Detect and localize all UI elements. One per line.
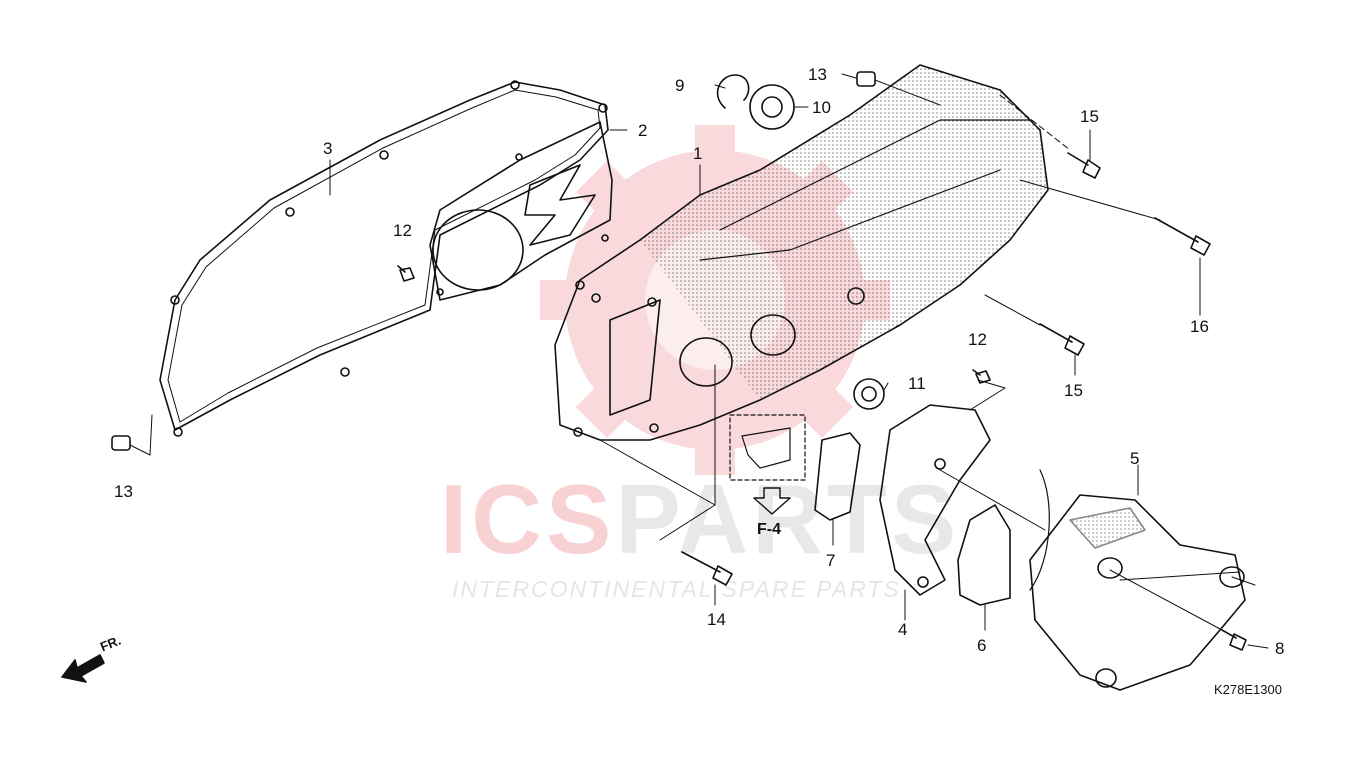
callout-7: 7	[826, 551, 836, 570]
leader-lines	[129, 73, 1269, 649]
watermark-title-left: ICS	[440, 464, 616, 574]
callout-10: 10	[812, 98, 831, 117]
cover-plate-part	[429, 121, 613, 301]
oil-seal-part	[853, 378, 885, 410]
lid-part	[879, 404, 991, 596]
snap-ring-part	[716, 74, 750, 109]
outer-cover-part	[1029, 494, 1246, 691]
callout-8: 8	[1275, 639, 1285, 658]
callout-13-left: 13	[114, 482, 133, 501]
diagram-reference-code: K278E1300	[1214, 682, 1282, 697]
o-ring-part	[957, 504, 1011, 606]
wire-part	[1029, 469, 1050, 591]
callout-1: 1	[693, 144, 703, 163]
sub-reference-label: F-4	[757, 521, 781, 538]
callout-6: 6	[977, 636, 987, 655]
callout-12-right: 12	[968, 330, 987, 349]
f4-reference-box	[729, 414, 806, 481]
callout-2: 2	[638, 121, 648, 140]
callout-4: 4	[898, 620, 908, 639]
left-crankcase-cover-part	[554, 64, 1049, 441]
bolt-part	[397, 152, 1247, 651]
callout-12-left: 12	[393, 221, 412, 240]
callout-5: 5	[1130, 449, 1140, 468]
callout-14: 14	[707, 610, 726, 629]
dowel-pin-part	[111, 71, 876, 451]
callout-3: 3	[323, 139, 333, 158]
callout-9: 9	[675, 76, 685, 95]
callout-15-top: 15	[1080, 107, 1099, 126]
callout-16: 16	[1190, 317, 1209, 336]
callout-11: 11	[908, 374, 926, 393]
watermark-tagline: INTERCONTINENTAL SPARE PARTS	[452, 576, 901, 602]
callout-13-top: 13	[808, 65, 827, 84]
bearing-part	[749, 84, 795, 130]
gasket-part	[159, 80, 609, 437]
front-direction-arrow-icon	[61, 654, 105, 683]
f4-arrow-icon	[753, 487, 791, 515]
callout-15-bottom: 15	[1064, 381, 1083, 400]
watermark-title: ICSPARTS	[440, 470, 960, 568]
seal-part	[814, 432, 861, 521]
watermark-title-right: PARTS	[615, 464, 961, 574]
